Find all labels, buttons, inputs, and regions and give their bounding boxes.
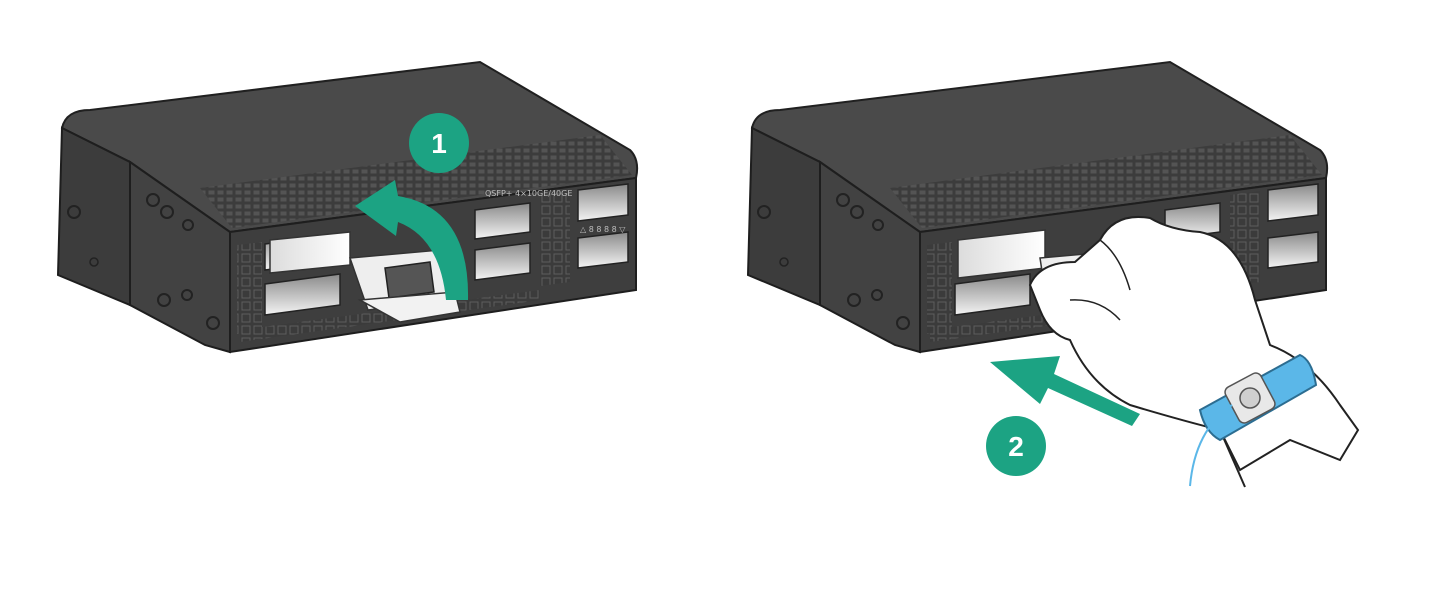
step-number-1: 1	[431, 128, 447, 159]
transceiver-module-left	[269, 231, 461, 323]
pull-latch	[357, 291, 461, 323]
wrist-strap-icon	[1189, 353, 1318, 487]
panel-label: QSFP+ 4×10GE/40GE	[485, 189, 572, 198]
ground-cable	[1189, 404, 1233, 487]
step-number-2: 2	[1008, 431, 1024, 462]
step-badge-1: 1	[409, 113, 469, 173]
side-label: △ 8 8 8 8 ▽	[580, 225, 626, 234]
curved-arrow-icon	[355, 180, 469, 300]
straight-arrow-icon	[990, 356, 1140, 426]
device-left: QSFP+ 4×10GE/40GE △ 8 8 8 8 ▽	[56, 60, 639, 354]
step-badge-2: 2	[986, 416, 1046, 476]
